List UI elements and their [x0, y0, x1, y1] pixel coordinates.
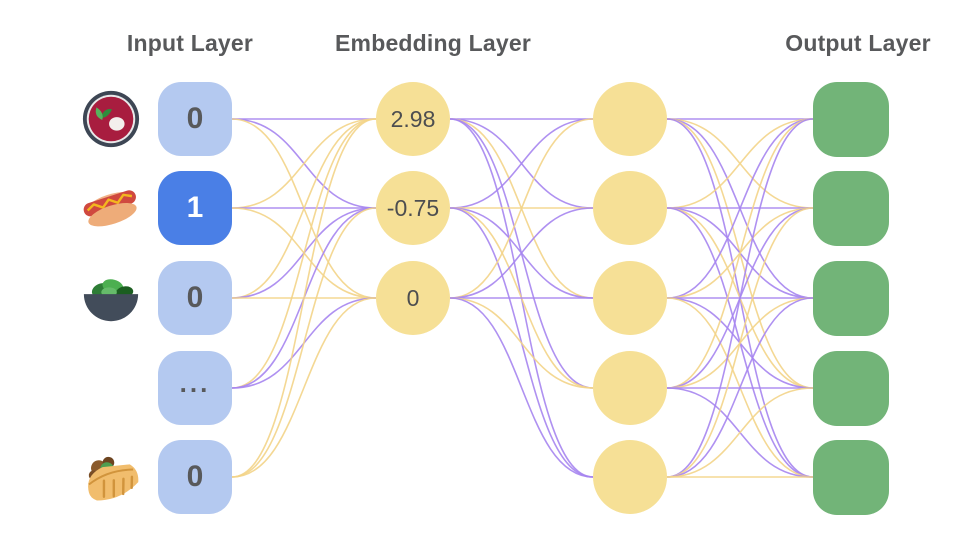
input-node-2-active: 1: [158, 171, 232, 245]
edge: [449, 118, 594, 299]
edge: [666, 118, 814, 299]
edge: [231, 118, 377, 478]
edge: [666, 297, 814, 478]
edge: [666, 207, 814, 478]
edge: [449, 297, 594, 389]
output-node-1: [813, 82, 889, 157]
embedding-node-2: -0.75: [376, 171, 450, 245]
input-node-1: 0: [158, 82, 232, 156]
edge: [666, 118, 814, 478]
edge: [231, 297, 377, 478]
hidden-node-3: [593, 261, 667, 335]
output-node-3: [813, 261, 889, 336]
hidden-node-5: [593, 440, 667, 514]
embedding-node-1: 2.98: [376, 82, 450, 156]
edge: [231, 118, 377, 389]
edge: [449, 118, 594, 209]
edge: [449, 297, 594, 478]
edge: [231, 118, 377, 209]
edge: [666, 118, 814, 209]
embedding-node-3: 0: [376, 261, 450, 335]
edge: [231, 118, 377, 299]
borscht-bowl-icon: [80, 88, 142, 150]
hidden-node-2: [593, 171, 667, 245]
output-node-5: [813, 440, 889, 515]
output-layer-title: Output Layer: [785, 30, 931, 56]
edge: [666, 387, 814, 478]
output-node-4: [813, 351, 889, 426]
salad-bowl-icon: [80, 267, 142, 329]
input-node-4-ellipsis: ...: [158, 351, 232, 425]
input-layer-title: Input Layer: [126, 30, 254, 56]
hot-dog-icon: [80, 176, 142, 238]
hidden-node-1: [593, 82, 667, 156]
output-node-2: [813, 171, 889, 246]
embedding-layer-title: Embedding Layer: [335, 30, 531, 56]
input-node-5: 0: [158, 440, 232, 514]
edge: [666, 118, 814, 389]
stuffed-flatbread-icon: [80, 446, 142, 508]
edge: [449, 207, 594, 299]
hidden-node-4: [593, 351, 667, 425]
input-node-3: 0: [158, 261, 232, 335]
edge: [231, 207, 377, 478]
